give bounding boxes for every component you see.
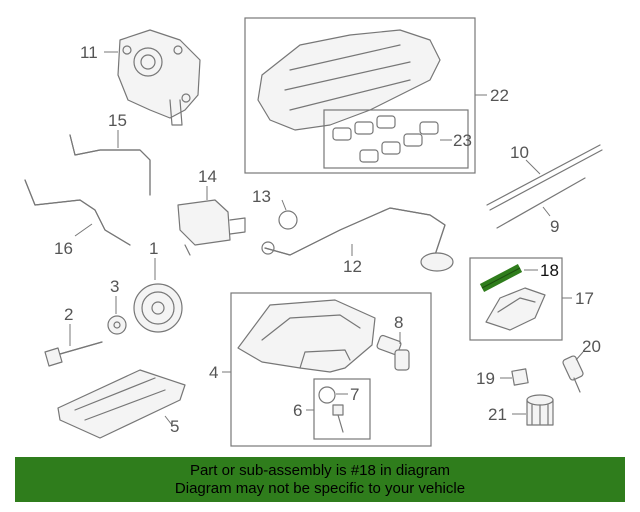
gasket-set-part [332,115,439,163]
label-22: 22 [490,86,509,105]
label-17: 17 [575,289,594,308]
sensor-8-part [376,334,410,371]
label-4: 4 [209,363,218,382]
label-15: 15 [108,111,127,130]
washer-3-part [107,315,127,335]
bolt-2-part [44,341,103,367]
oil-pan-part [237,299,376,373]
leader-20 [575,351,584,361]
dipstick-tube-10-edge [489,149,603,211]
intake-manifold-part [257,29,441,131]
sensor-20-part [562,355,584,393]
label-2: 2 [64,305,73,324]
gasket-7-part [318,386,336,404]
label-3: 3 [110,277,119,296]
banner-line-2: Diagram may not be specific to your vehi… [174,480,466,497]
label-19: 19 [476,369,495,388]
leader-9 [542,206,551,217]
label-8: 8 [394,313,403,332]
oil-pump-part [117,29,201,126]
label-10: 10 [510,143,529,162]
damper-pulley-part [133,283,183,333]
oil-pickup-tube-part [261,207,454,272]
label-12: 12 [343,257,362,276]
oil-filter-21-part [526,394,554,426]
washer-3-hole [113,321,121,329]
label-21: 21 [488,405,507,424]
dipstick-9-part [496,177,586,229]
label-11: 11 [80,43,98,62]
label-13: 13 [252,187,271,206]
dipstick-tube-10-part [486,144,601,206]
hose-16-part [24,179,131,246]
label-5: 5 [170,417,179,436]
oil-pan-box [230,292,432,447]
label-23: 23 [453,131,472,150]
label-18: 18 [540,261,559,280]
oil-cooler-part [177,199,246,256]
part-info-banner: Part or sub-assembly is #18 in diagram D… [15,457,625,502]
leader-10 [525,159,541,175]
gasket-19-part [511,368,529,386]
label-9: 9 [550,217,559,236]
drain-plug-6-part [332,404,344,433]
hose-15-part [69,134,151,196]
windage-tray-part [57,369,186,439]
label-7: 7 [350,385,359,404]
label-14: 14 [198,167,217,186]
adapter-17-part [485,287,546,331]
banner-line-1: Part or sub-assembly is #18 in diagram [189,462,451,479]
gasket-18-edge [481,267,521,289]
seal-13-part [278,210,298,230]
drain-plug-box [313,378,371,440]
label-20: 20 [582,337,601,356]
oil-filter-adapter-box [469,257,563,341]
leader-5 [164,415,173,426]
leader-13 [281,199,287,211]
leader-16 [74,223,93,237]
label-1: 1 [149,239,158,258]
gasket-box [323,109,469,169]
label-6: 6 [293,401,302,420]
label-16: 16 [54,239,73,258]
